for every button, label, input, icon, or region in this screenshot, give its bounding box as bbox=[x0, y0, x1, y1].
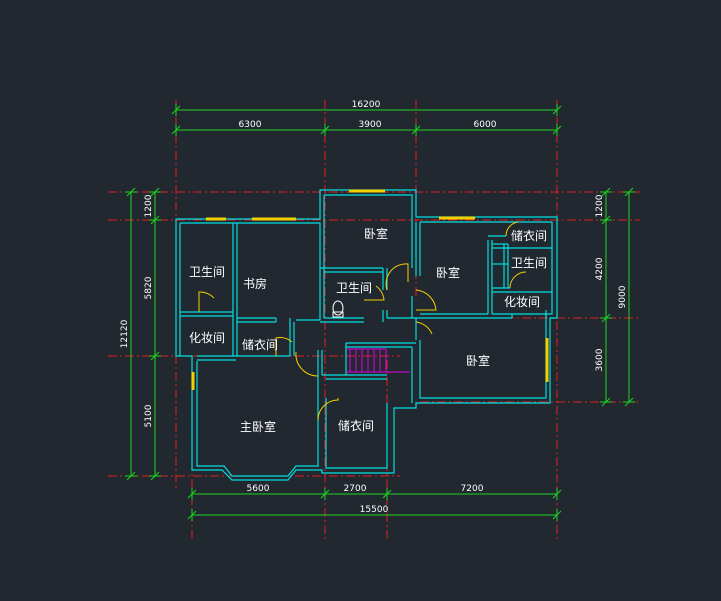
dim-bottom-seg-3: 7200 bbox=[461, 484, 484, 494]
dim-top-seg-3: 6000 bbox=[474, 120, 497, 130]
room-master-bedroom: 主卧室 bbox=[240, 419, 276, 434]
dim-left-seg-3: 5100 bbox=[144, 404, 154, 427]
dimension-labels: 16200 6300 3900 6000 5600 2700 7200 1550… bbox=[120, 100, 628, 515]
dim-bottom-seg-1: 5600 bbox=[247, 484, 270, 494]
dim-bottom-seg-2: 2700 bbox=[344, 484, 367, 494]
staircase bbox=[346, 348, 410, 373]
room-closet-right: 储衣间 bbox=[511, 228, 547, 243]
room-dressing-right: 化妆间 bbox=[504, 295, 540, 309]
toilet-icon bbox=[332, 300, 344, 318]
axis-lines bbox=[108, 100, 640, 540]
room-closet-left: 储衣间 bbox=[242, 337, 278, 352]
dim-right-seg-1: 1200 bbox=[595, 194, 605, 217]
windows bbox=[191, 189, 549, 390]
room-bathroom-right: 卫生间 bbox=[511, 256, 547, 270]
dim-bottom-total: 15500 bbox=[360, 505, 389, 515]
room-closet-center: 储衣间 bbox=[338, 418, 374, 433]
dim-right-seg-2: 4200 bbox=[595, 257, 605, 280]
dim-top-seg-2: 3900 bbox=[359, 120, 382, 130]
dim-top-total: 16200 bbox=[352, 100, 381, 110]
room-bedroom-top-center: 卧室 bbox=[364, 226, 388, 241]
room-study: 书房 bbox=[243, 276, 267, 291]
dim-left-seg-1: 1200 bbox=[144, 194, 154, 217]
room-dressing-left: 化妆间 bbox=[189, 331, 225, 345]
doors bbox=[198, 221, 527, 421]
room-bathroom-center: 卫生间 bbox=[336, 281, 372, 295]
dim-right-seg-3: 3600 bbox=[595, 348, 605, 371]
room-bedroom-lower-right: 卧室 bbox=[466, 353, 490, 368]
walls bbox=[175, 189, 558, 481]
dim-left-seg-2: 5820 bbox=[144, 276, 154, 299]
dim-right-total: 9000 bbox=[618, 285, 628, 308]
dim-top-seg-1: 6300 bbox=[239, 120, 262, 130]
dimension-lines bbox=[125, 104, 635, 521]
dim-left-total: 12120 bbox=[120, 319, 130, 348]
room-bathroom-left: 卫生间 bbox=[189, 265, 225, 279]
room-bedroom-right: 卧室 bbox=[436, 265, 460, 280]
room-labels: 卫生间 书房 化妆间 储衣间 卧室 卫生间 卧室 储衣间 卫生间 化妆间 卧室 … bbox=[189, 226, 547, 434]
